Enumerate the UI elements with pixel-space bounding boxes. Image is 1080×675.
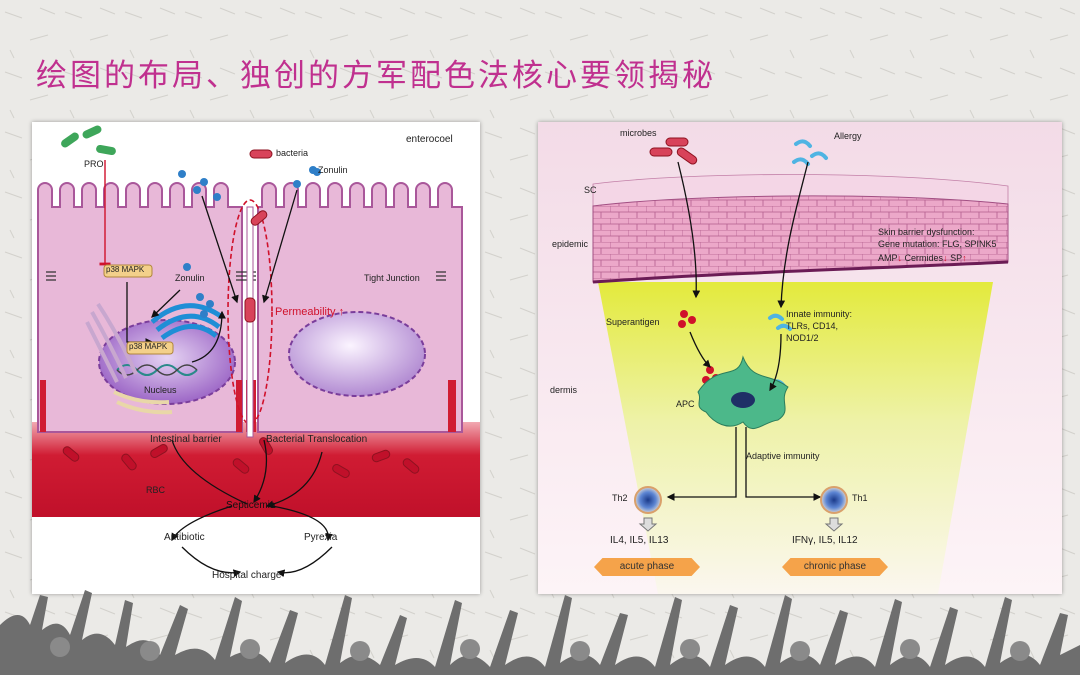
nucleus-left [98,319,236,405]
label-p38-nucleus: p38 MAPK [129,342,168,351]
label-innate-2: TLRs, CD14, [786,321,839,331]
microvilli [37,182,453,208]
label-th2-cytokines: IL4, IL5, IL13 [610,535,669,546]
label-pyrexia: Pyrexia [304,532,338,543]
label-th1-cytokines: IFNγ, IL5, IL12 [792,535,858,546]
label-permeability: Permeability ↑ [275,306,345,318]
label-rbc: RBC [146,485,166,495]
microbe-icons [649,137,698,165]
label-zonulin-mid: Zonulin [175,273,205,283]
p38-box-nucleus [126,341,174,355]
bacteria-icons [61,125,420,478]
acute-phase-badge: acute phase [594,558,700,576]
label-dermis: dermis [550,385,578,395]
label-zonulin-top: Zonulin [318,165,348,175]
label-th2: Th2 [612,493,628,503]
label-hospital-charge: Hospital charge [212,570,282,581]
intestine-illustration [32,122,480,594]
label-gene-mutation: Gene mutation: FLG, SPINK5 [878,239,997,249]
label-markers: AMP↓ Cermides↓ SP↑ [878,253,967,263]
label-adaptive: Adaptive immunity [746,451,820,461]
paracellular-highlight [227,199,273,425]
label-innate-3: NOD1/2 [786,333,819,343]
th1-down-arrow [824,517,844,532]
label-epidemic: epidemic [552,239,589,249]
p38-box-top [103,264,153,278]
endoplasmic-reticulum [85,302,138,383]
label-innate-1: Innate immunity: [786,309,853,319]
label-th1: Th1 [852,493,868,503]
label-intestinal-barrier: Intestinal barrier [150,434,222,445]
label-p38-top: p38 MAPK [106,265,145,274]
intestinal-barrier-diagram: enterocoel PRO bacteria Zonulin p38 MAPK… [32,122,480,594]
label-septicemia: Septicemia [226,500,276,511]
nucleus-right [288,311,426,397]
label-bacterial-translocation: Bacterial Translocation [266,434,368,445]
label-tight-junction: Tight Junction [364,273,420,283]
label-pro: PRO [84,159,104,169]
label-enterocoel: enterocoel [406,134,453,145]
skin-illustration [538,122,1062,594]
th1-cell [820,486,848,514]
label-microbes: microbes [620,128,657,138]
label-nucleus: Nucleus [144,385,177,395]
label-sc: SC [584,185,597,195]
label-skin-barrier-title: Skin barrier dysfunction: [878,227,975,237]
label-apc: APC [676,399,695,409]
crowd-silhouette [0,590,1080,675]
label-allergy: Allergy [834,131,862,141]
skin-immunity-diagram: microbes Allergy SC epidemic dermis Skin… [538,122,1062,594]
chronic-phase-badge: chronic phase [782,558,888,576]
label-superantigen: Superantigen [606,317,660,327]
label-bacteria: bacteria [276,148,309,158]
label-antibiotic: Antibiotic [164,532,205,543]
th2-down-arrow [638,517,658,532]
slide-title: 绘图的布局、独创的方军配色法核心要领揭秘 [36,58,716,94]
zonulin-dots [178,166,321,318]
th2-cell [634,486,662,514]
dermis-region [598,282,993,594]
